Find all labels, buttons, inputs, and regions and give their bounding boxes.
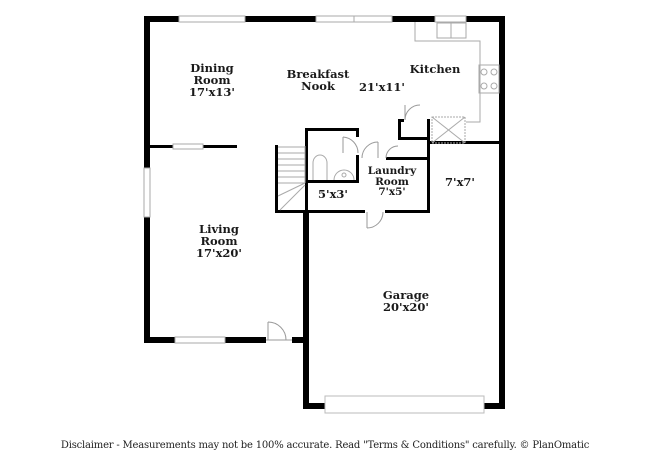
room-label-dining: Dining Room 17'x13' <box>189 61 235 99</box>
kitchen-fixtures <box>414 22 500 144</box>
room-label-half-bath: 5'x3' <box>318 187 348 201</box>
stairs <box>277 146 306 211</box>
window <box>174 336 226 344</box>
room-label-breakfast-nook: Breakfast Nook <box>286 67 350 93</box>
doors <box>266 104 485 414</box>
bath-fixtures <box>312 154 355 181</box>
sink-icon <box>333 169 355 181</box>
toilet-icon <box>312 154 328 180</box>
room-label-garage: Garage 20'x20' <box>382 288 430 314</box>
window <box>172 143 204 150</box>
window <box>143 167 151 218</box>
room-label-kitchen: Kitchen <box>409 62 461 76</box>
room-label-laundry: Laundry Room 7'x5' <box>367 165 417 198</box>
room-label-living: Living Room 17'x20' <box>196 222 242 260</box>
room-label-storage: 7'x7' <box>445 175 475 189</box>
window <box>178 15 246 23</box>
disclaimer-text: Disclaimer - Measurements may not be 100… <box>60 440 590 451</box>
room-dims-kitchen: 21'x11' <box>359 80 405 94</box>
window <box>434 15 467 23</box>
windows <box>143 15 467 344</box>
stove-icon <box>478 64 500 94</box>
refrigerator-icon <box>431 116 466 144</box>
